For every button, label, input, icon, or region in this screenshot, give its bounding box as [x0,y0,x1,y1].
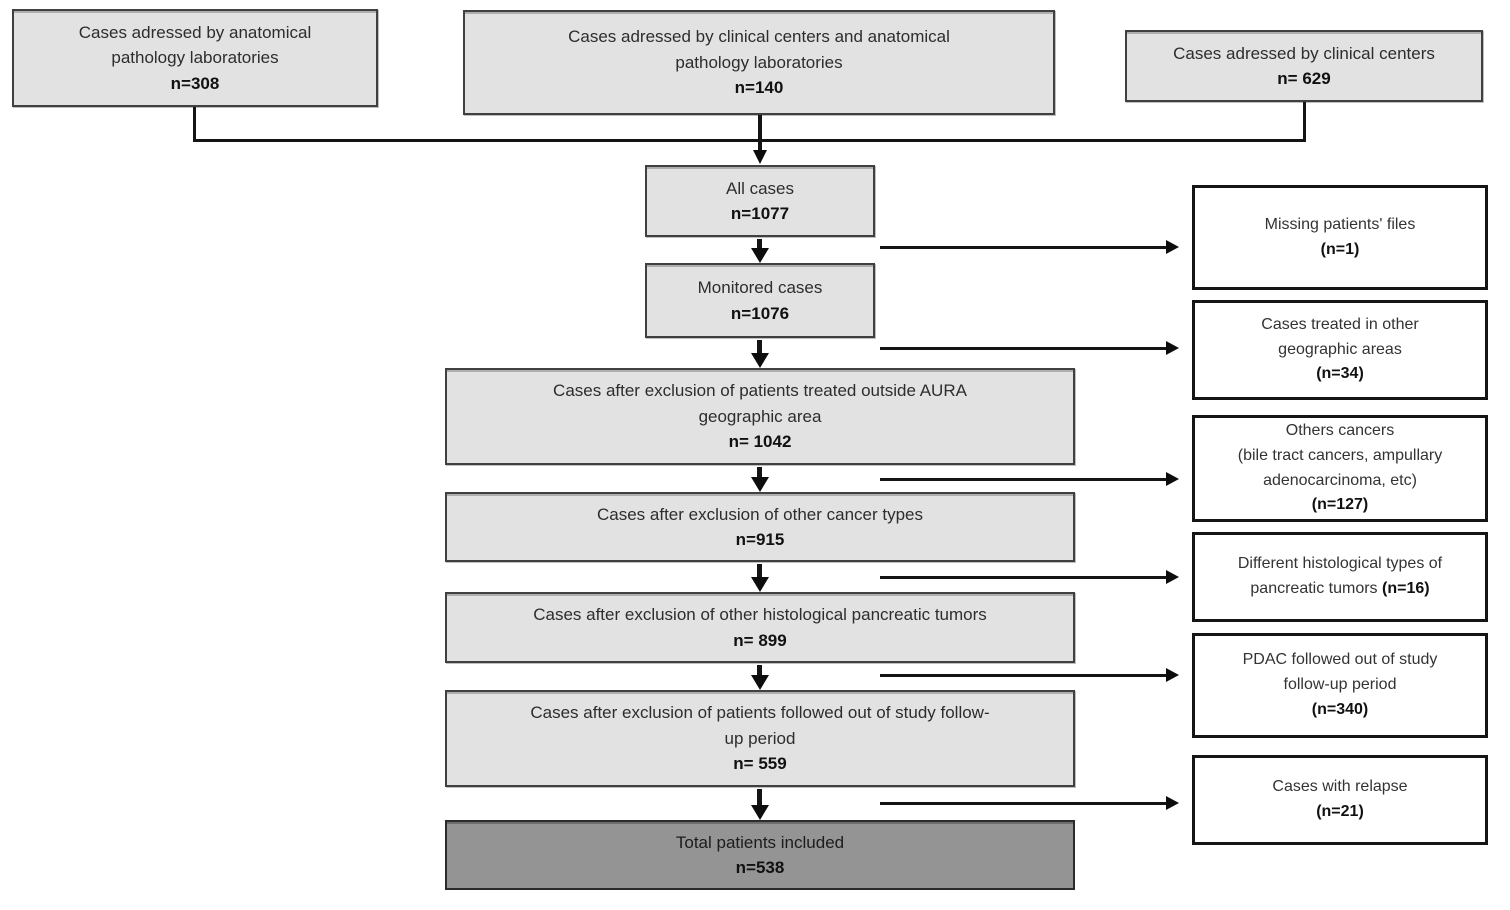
flow-box-all-cases: All cases n=1077 [645,165,875,237]
box-label: Cases after exclusion of other histologi… [533,605,987,624]
arrow-right-icon [1166,570,1179,584]
box-text: Cases after exclusion of patients treate… [447,376,1073,457]
box-label: Total patients included [675,832,845,852]
arrow-right-icon [1166,472,1179,486]
box-label: Others cancers (bile tract cancers, ampu… [1237,421,1443,489]
box-label: Cases after exclusion of patients treate… [553,381,967,426]
exclusion-box-geographic-areas: Cases treated in other geographic areas (… [1192,300,1488,400]
flow-box-total-included: Total patients included n=538 [445,820,1075,890]
box-label: Cases with relapse [1272,778,1408,796]
exclusion-box-pdac-followup: PDAC followed out of study follow-up per… [1192,633,1488,738]
box-count: (n=127) [1311,496,1369,514]
box-count: n=140 [734,78,784,98]
exclusion-arrow-shaft [880,802,1166,805]
box-count: (n=1) [1320,240,1360,258]
box-label: Missing patients' files [1264,215,1416,233]
merge-stub-left [193,107,196,142]
exclusion-arrow-shaft [880,246,1166,249]
flow-box-followup-period: Cases after exclusion of patients follow… [445,690,1075,787]
arrow-down-icon [751,248,769,263]
arrow-down-icon [751,353,769,368]
box-count: n=1076 [730,303,790,323]
box-text: Cases adressed by anatomical pathology l… [14,18,376,99]
box-count: (n=34) [1316,365,1364,383]
box-label: Cases adressed by clinical centers and a… [568,27,950,72]
arrow-right-icon [1166,668,1179,682]
box-count: n=308 [170,73,220,93]
box-text: PDAC followed out of study follow-up per… [1195,646,1485,724]
flow-arrow-shaft [757,564,762,578]
flow-box-histological-tumors: Cases after exclusion of other histologi… [445,592,1075,663]
flow-arrow-shaft [757,239,762,249]
box-count: n= 629 [1277,69,1331,88]
flow-arrow-shaft [757,340,762,354]
box-text: Cases adressed by clinical centers n= 629 [1127,39,1481,94]
exclusion-box-missing-files: Missing patients' files (n=1) [1192,185,1488,290]
box-text: Monitored cases n=1076 [647,273,873,328]
arrow-right-icon [1166,240,1179,254]
box-label: Cases adressed by anatomical pathology l… [78,22,312,68]
box-text: Others cancers (bile tract cancers, ampu… [1195,417,1485,520]
box-count: (n=340) [1311,700,1369,718]
flow-arrow-shaft [757,789,762,806]
box-text: Missing patients' files (n=1) [1195,211,1485,265]
flow-box-monitored-cases: Monitored cases n=1076 [645,263,875,338]
box-text: Cases after exclusion of other cancer ty… [447,500,1073,555]
box-label: Cases treated in other geographic areas [1261,315,1419,358]
exclusion-arrow-shaft [880,347,1166,350]
box-count: n= 559 [733,754,787,774]
merge-line-horizontal [193,139,1306,142]
box-count: (n=21) [1316,803,1364,820]
box-label: PDAC followed out of study follow-up per… [1242,651,1438,694]
exclusion-box-other-cancers: Others cancers (bile tract cancers, ampu… [1192,415,1488,522]
flow-box-aura-area: Cases after exclusion of patients treate… [445,368,1075,465]
arrow-down-icon [751,675,769,690]
box-count: n=538 [735,858,785,877]
box-label: Different histological types of pancreat… [1237,555,1443,597]
arrow-right-icon [1166,341,1179,355]
exclusion-arrow-shaft [880,478,1166,481]
box-label: Monitored cases [697,278,823,297]
flow-box-cancer-types: Cases after exclusion of other cancer ty… [445,492,1075,562]
arrow-down-icon [753,150,767,164]
box-label: Cases adressed by clinical centers [1173,43,1435,63]
box-text: Cases treated in other geographic areas (… [1195,311,1485,389]
merge-stub-right [1303,102,1306,142]
box-count: n=915 [735,530,785,549]
merge-line-vertical [758,115,762,151]
arrow-right-icon [1166,796,1179,810]
box-text: Cases with relapse (n=21) [1195,773,1485,827]
exclusion-arrow-shaft [880,674,1166,677]
arrow-down-icon [751,477,769,492]
box-label: Cases after exclusion of other cancer ty… [597,504,923,524]
flow-arrow-shaft [757,665,762,676]
exclusion-box-histological-types: Different histological types of pancreat… [1192,532,1488,622]
flow-arrow-shaft [757,467,762,478]
box-text: Cases adressed by clinical centers and a… [465,22,1053,103]
exclusion-arrow-shaft [880,576,1166,579]
source-box-pathology-labs: Cases adressed by anatomical pathology l… [12,9,378,107]
source-box-clinical-centers: Cases adressed by clinical centers n= 629 [1125,30,1483,102]
arrow-down-icon [751,577,769,592]
box-text: Cases after exclusion of patients follow… [447,698,1073,779]
exclusion-box-relapse: Cases with relapse (n=21) [1192,755,1488,845]
box-text: All cases n=1077 [647,174,873,229]
box-text: Different histological types of pancreat… [1195,550,1485,604]
box-count: (n=16) [1382,580,1430,597]
source-box-clinical-and-pathology: Cases adressed by clinical centers and a… [463,10,1055,115]
box-text: Cases after exclusion of other histologi… [447,600,1073,655]
box-count: n=1077 [730,204,790,223]
box-text: Total patients included n=538 [447,828,1073,883]
box-count: n= 1042 [728,432,792,452]
arrow-down-icon [751,805,769,820]
box-label: All cases [725,178,795,198]
box-count: n= 899 [733,630,787,650]
box-label: Cases after exclusion of patients follow… [530,703,990,748]
